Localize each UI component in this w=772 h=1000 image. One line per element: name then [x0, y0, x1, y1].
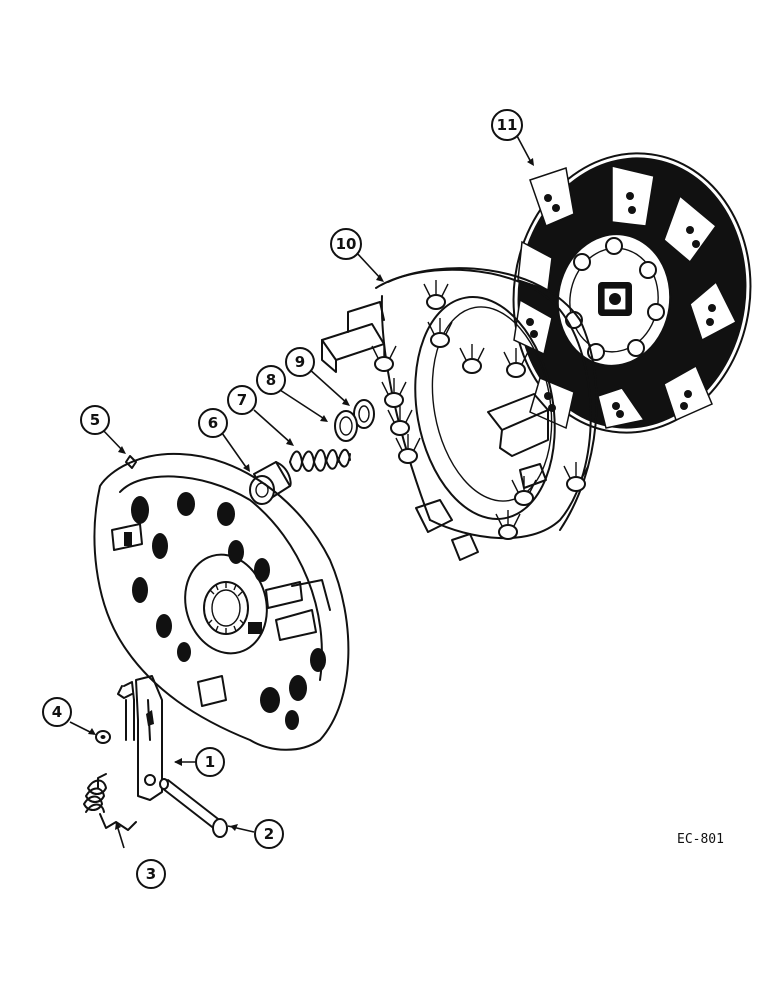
callout-4: 4 [42, 697, 72, 727]
callout-1-label: 1 [205, 753, 215, 771]
callout-3-label: 3 [146, 865, 156, 883]
callout-11-label: 11 [497, 116, 518, 134]
callout-6: 6 [198, 408, 228, 438]
callout-1: 1 [195, 747, 225, 777]
callout-7: 7 [227, 385, 257, 415]
callout-8-label: 8 [266, 371, 276, 389]
callout-5: 5 [80, 405, 110, 435]
leader-lines [69, 133, 534, 849]
small-washer-part-4 [95, 730, 111, 744]
clutch-disc-part-11 [512, 152, 752, 434]
callout-2: 2 [254, 819, 284, 849]
callout-8: 8 [256, 365, 286, 395]
washer-part-8 [334, 410, 358, 442]
callout-5-label: 5 [90, 411, 100, 429]
callout-10: 10 [330, 228, 362, 260]
pin-part-2 [159, 778, 228, 838]
callout-9-label: 9 [295, 353, 305, 371]
release-lever-part-1 [117, 675, 163, 801]
drawing-code: EC-801 [677, 832, 724, 847]
spring-part-7 [289, 448, 351, 472]
callout-2-label: 2 [264, 825, 274, 843]
bushing-part-6 [249, 461, 292, 505]
callout-6-label: 6 [208, 414, 218, 432]
callout-4-label: 4 [52, 703, 62, 721]
callout-7-label: 7 [237, 391, 247, 409]
washer-part-9 [353, 399, 375, 429]
callout-9: 9 [285, 347, 315, 377]
callout-3: 3 [136, 859, 166, 889]
callout-11: 11 [491, 109, 523, 141]
pressure-plate-part-10 [321, 267, 598, 561]
callout-10-label: 10 [336, 235, 357, 253]
torsion-spring-part-3 [83, 773, 137, 831]
clutch-cover-part-5 [93, 452, 350, 751]
